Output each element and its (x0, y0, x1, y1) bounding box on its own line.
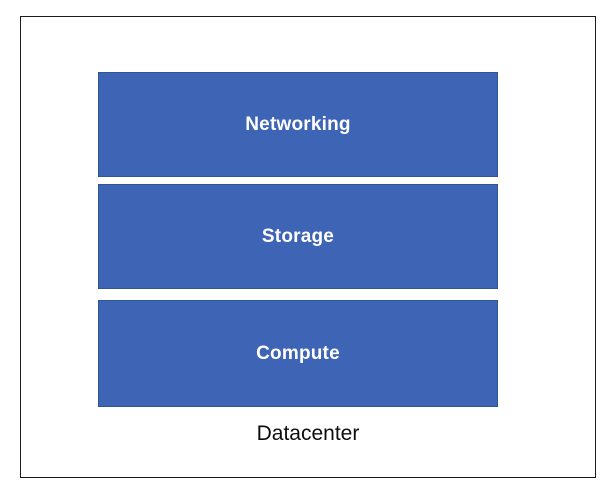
layer-label-storage: Storage (261, 225, 335, 247)
layer-box-compute: Compute (98, 300, 498, 407)
layer-box-networking: Networking (98, 72, 498, 177)
layer-label-compute: Compute (256, 342, 340, 364)
layer-box-storage: Storage (98, 184, 498, 289)
layer-label-networking: Networking (245, 113, 351, 135)
diagram-caption: Datacenter (256, 422, 360, 445)
